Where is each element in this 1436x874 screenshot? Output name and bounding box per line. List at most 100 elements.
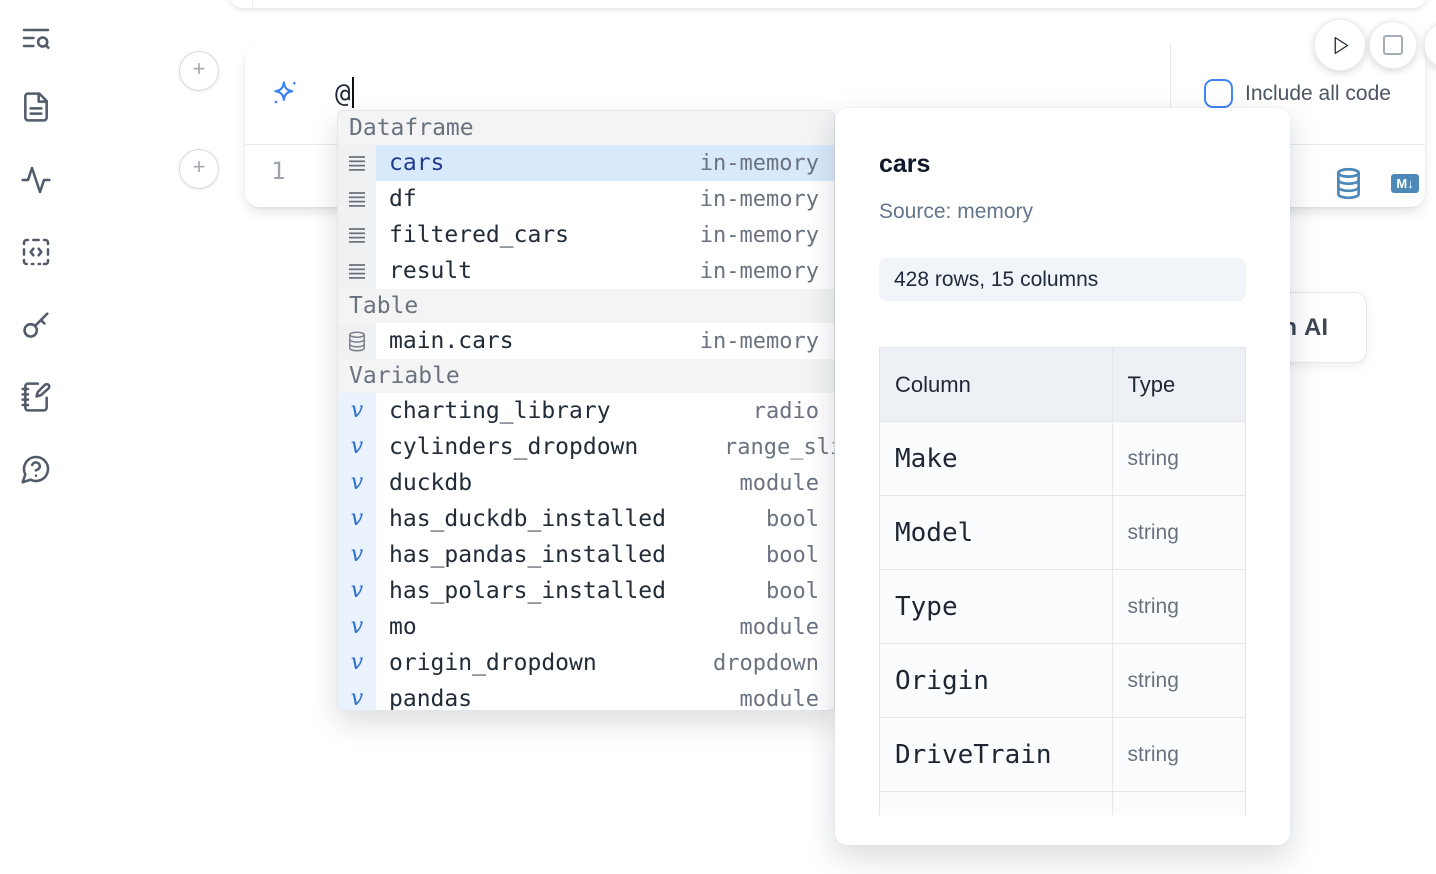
column-name-cell: DriveTrain <box>879 717 1113 792</box>
completion-detail: module <box>739 470 819 496</box>
completion-name: charting_library <box>389 398 611 424</box>
ai-button-label: AI <box>1304 313 1328 341</box>
autocomplete-item-has_duckdb_installed[interactable]: v has_duckdb_installed bool <box>338 501 834 537</box>
text-cursor <box>351 77 354 108</box>
completion-name: cars <box>389 150 445 176</box>
column-type-cell: string <box>1111 569 1246 644</box>
autocomplete-item-cars[interactable]: cars in-memory <box>338 145 834 181</box>
completion-name: has_duckdb_installed <box>389 506 666 532</box>
column-name-cell: Make <box>879 421 1113 496</box>
activity-icon[interactable] <box>20 164 52 196</box>
menu-lines-icon <box>348 227 365 243</box>
list-search-icon[interactable] <box>20 22 52 54</box>
variable-icon: v <box>350 686 364 711</box>
code-editor-row[interactable]: 1 M↓ <box>245 145 1425 207</box>
completion-detail: range_slider <box>724 434 834 460</box>
variable-icon: v <box>350 470 364 495</box>
menu-lines-icon <box>348 155 365 171</box>
variable-icon: v <box>350 542 364 567</box>
add-cell-above-button[interactable]: + <box>179 51 219 91</box>
ai-sparkle-icon <box>269 78 300 109</box>
autocomplete-item-filtered_cars[interactable]: filtered_cars in-memory <box>338 217 834 253</box>
variable-icon: v <box>350 398 364 423</box>
completion-name: df <box>389 186 417 212</box>
completion-detail: in-memory <box>699 328 819 354</box>
column-type-cell: string <box>1111 421 1246 496</box>
column-name-cell: Model <box>879 495 1113 570</box>
column-type-cell: string <box>1111 643 1246 718</box>
autocomplete-section-label: Variable <box>338 359 834 393</box>
autocomplete-item-df[interactable]: df in-memory <box>338 181 834 217</box>
partial-toolbar-button[interactable] <box>1424 21 1436 69</box>
completion-name: cylinders_dropdown <box>389 434 639 460</box>
preview-source: Source: memory <box>879 200 1034 223</box>
document-icon[interactable] <box>20 91 52 123</box>
column-name-cell: Type <box>879 569 1113 644</box>
include-all-code-group: Include all code <box>1170 43 1425 144</box>
run-cell-button[interactable] <box>1314 19 1366 71</box>
key-icon[interactable] <box>20 309 52 341</box>
completion-name: filtered_cars <box>389 222 570 248</box>
autocomplete-item-result[interactable]: result in-memory <box>338 253 834 289</box>
completion-detail: bool <box>766 506 819 532</box>
completion-detail: in-memory <box>699 258 819 284</box>
variable-icon: v <box>350 650 364 675</box>
previous-cell-edge <box>228 0 1428 8</box>
completion-detail: radio <box>752 398 819 424</box>
completion-name: main.cars <box>389 328 514 354</box>
completion-detail: bool <box>766 578 819 604</box>
completion-detail: in-memory <box>699 222 819 248</box>
help-chat-icon[interactable] <box>20 453 52 485</box>
completion-name: has_polars_installed <box>389 578 666 604</box>
notebook-pen-icon[interactable] <box>20 381 52 413</box>
completion-detail: module <box>739 686 819 711</box>
completion-name: result <box>389 258 473 284</box>
stop-cell-button[interactable] <box>1369 21 1417 69</box>
autocomplete-item-has_polars_installed[interactable]: v has_polars_installed bool <box>338 573 834 609</box>
completion-name: pandas <box>389 686 473 711</box>
preview-title: cars <box>879 150 931 178</box>
autocomplete-item-main.cars[interactable]: main.cars in-memory <box>338 323 834 359</box>
completion-detail: in-memory <box>699 150 819 176</box>
include-all-code-label: Include all code <box>1245 81 1391 105</box>
variable-icon: v <box>350 578 364 603</box>
left-sidebar <box>0 0 72 874</box>
ai-prompt-input[interactable]: @ <box>335 77 354 109</box>
variable-icon: v <box>350 614 364 639</box>
menu-lines-icon <box>348 191 365 207</box>
completion-detail: module <box>739 614 819 640</box>
markdown-icon[interactable]: M↓ <box>1391 174 1419 193</box>
column-name-cell: Origin <box>879 643 1113 718</box>
variable-icon: v <box>350 506 364 531</box>
autocomplete-item-charting_library[interactable]: v charting_library radio <box>338 393 834 429</box>
column-type-cell: string <box>1111 495 1246 570</box>
schema-row-partial <box>879 791 1246 815</box>
column-type-cell: string <box>1111 717 1246 792</box>
variable-icon: v <box>350 434 364 459</box>
code-snippet-icon[interactable] <box>20 236 52 268</box>
divider <box>252 0 253 8</box>
database-icon[interactable] <box>1335 167 1362 200</box>
completion-detail: in-memory <box>699 186 819 212</box>
menu-lines-icon <box>348 263 365 279</box>
completion-name: origin_dropdown <box>389 650 597 676</box>
database-icon <box>349 330 365 352</box>
stop-icon <box>1383 35 1403 55</box>
include-all-code-checkbox[interactable] <box>1204 79 1233 108</box>
add-cell-below-button[interactable]: + <box>179 149 219 189</box>
autocomplete-item-cylinders_dropdown[interactable]: v cylinders_dropdown range_slider <box>338 429 834 465</box>
line-number: 1 <box>271 157 286 185</box>
